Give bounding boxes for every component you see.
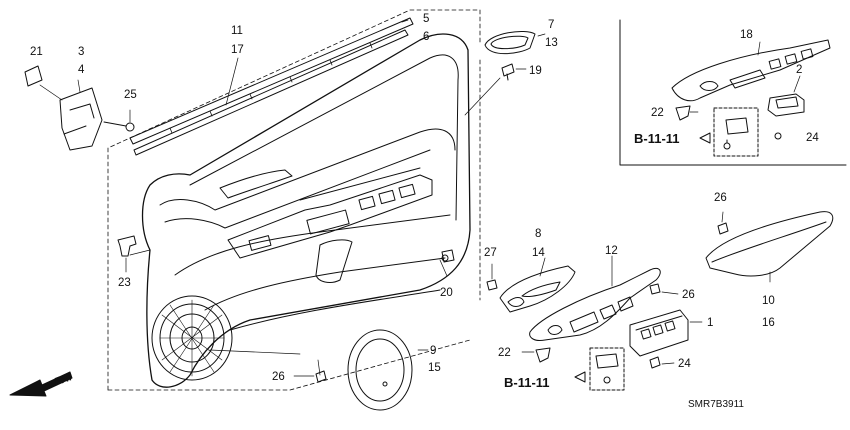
door-panel-group-outline	[107, 9, 481, 391]
callout-26-armrest: 26	[714, 192, 727, 204]
bracket-assembly	[24, 65, 135, 151]
callout-11: 11	[231, 25, 243, 37]
callout-17: 17	[231, 44, 244, 56]
ref-box-upper	[699, 107, 782, 157]
callout-21: 21	[30, 46, 43, 58]
speaker-grille	[151, 295, 233, 381]
callout-23: 23	[118, 277, 131, 289]
callout-24-upper: 24	[806, 132, 819, 144]
callout-10: 10	[762, 295, 775, 307]
callout-15: 15	[428, 362, 441, 374]
screw-24b	[649, 356, 675, 369]
front-direction-label: FR.	[53, 371, 74, 388]
screw-27	[486, 263, 498, 291]
callout-24-lower: 24	[678, 358, 691, 370]
handle-bezel	[484, 31, 546, 55]
callout-7: 7	[548, 19, 554, 31]
callout-22-lower: 22	[498, 347, 511, 359]
inset-box	[619, 19, 847, 166]
clip-22b	[521, 347, 551, 363]
callout-6: 6	[423, 31, 429, 43]
callout-8: 8	[535, 228, 541, 240]
callout-20: 20	[440, 287, 453, 299]
door-trim-panel	[141, 33, 471, 388]
screw-26a	[717, 211, 729, 235]
callout-26-switch: 26	[682, 289, 695, 301]
screw-26c	[293, 370, 327, 383]
mirror-switch-inset	[767, 75, 805, 117]
callout-26-speaker: 26	[272, 371, 285, 383]
callout-18: 18	[740, 29, 753, 41]
callout-25: 25	[124, 89, 137, 101]
callout-27: 27	[484, 247, 497, 259]
front-arrow-icon	[9, 371, 73, 397]
callout-9: 9	[430, 345, 436, 357]
reference-labels: B-11-11 B-11-11 SMR7B3911 FR.	[53, 131, 745, 410]
callout-5: 5	[423, 13, 429, 25]
clip-23	[117, 235, 137, 273]
clip-22a	[675, 105, 699, 121]
screw-19	[501, 63, 527, 81]
callout-2: 2	[796, 64, 802, 76]
switch-panel-inset	[671, 39, 831, 102]
callout-4: 4	[78, 64, 85, 76]
screw-26b	[649, 283, 679, 295]
leader-lines	[129, 19, 501, 376]
diagram-code: SMR7B3911	[688, 399, 744, 410]
callout-3: 3	[78, 46, 84, 58]
callout-13: 13	[545, 37, 558, 49]
callout-22-upper: 22	[651, 107, 664, 119]
callout-1: 1	[707, 317, 713, 329]
ref-box-lower	[574, 347, 625, 391]
reference-b-11-11-upper: B-11-11	[634, 131, 680, 146]
speaker-ring	[347, 329, 429, 411]
switch-panel	[529, 255, 661, 341]
inner-handle	[499, 257, 576, 313]
callout-14: 14	[532, 247, 545, 259]
callout-16: 16	[762, 317, 775, 329]
clip-20	[441, 249, 455, 263]
reference-b-11-11-lower: B-11-11	[504, 375, 550, 390]
armrest-cover	[705, 211, 834, 283]
window-master-switch	[629, 309, 703, 357]
callout-labels: 21 3 4 25 11 17 5 6 7 13 19 18 2 22 24 2…	[30, 13, 819, 383]
callout-12: 12	[605, 245, 618, 257]
callout-19: 19	[529, 65, 542, 77]
weatherstrip-outer	[129, 17, 414, 156]
